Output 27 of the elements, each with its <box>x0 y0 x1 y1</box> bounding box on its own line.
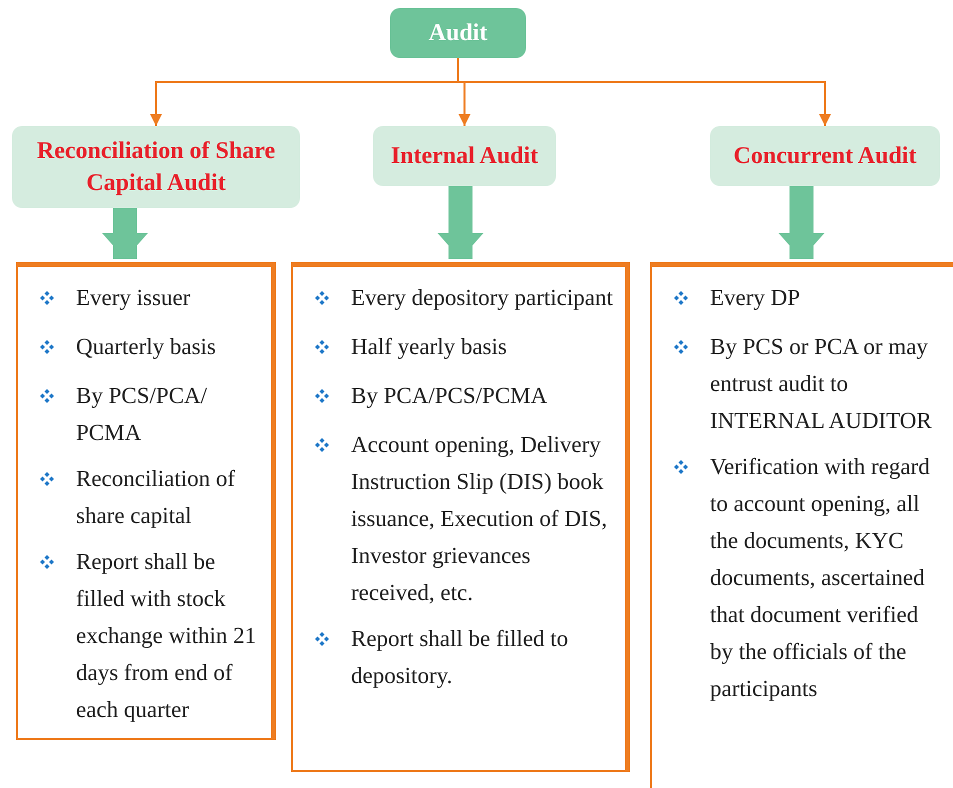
list-item-text: Every depository participant <box>351 284 613 312</box>
list-item-text: Report shall be filled to depository. <box>351 625 570 690</box>
list-item-text: Reconciliation of share capital <box>76 465 236 530</box>
list-item-text: By PCS or PCA or may entrust audit to INTERNAL AUDITOR <box>710 333 933 435</box>
heading-text: Internal Audit <box>390 142 538 171</box>
list-item-text: Account opening, Delivery Instruction Slip (DIS) book issuance, Execution of DIS, Investor grievances received, etc. <box>351 431 608 607</box>
block-arrow <box>102 208 148 259</box>
list-item-text: Report shall be filled with stock exchange within 21 days from end of each quarter <box>76 548 258 724</box>
list-panel <box>16 262 276 740</box>
heading-text: Audit <box>428 19 488 48</box>
list-panel <box>291 262 630 772</box>
list-item-text: Verification with regard to account opening, all the documents, KYC documents, ascertained that document verified by the officials of the participants <box>710 453 931 703</box>
list-item-text: Quarterly basis <box>76 333 216 361</box>
list-panel <box>650 262 953 788</box>
list-item-text: Every DP <box>710 284 800 312</box>
heading-box <box>12 126 300 208</box>
heading-box <box>390 8 526 58</box>
heading-box <box>710 126 940 186</box>
list-item-text: Half yearly basis <box>351 333 507 361</box>
block-arrow <box>438 186 484 259</box>
heading-text: Reconciliation of Share Capital Audit <box>36 137 276 198</box>
heading-box <box>373 126 556 186</box>
list-item-text: By PCS/PCA/ PCMA <box>76 382 208 447</box>
list-item-text: Every issuer <box>76 284 190 312</box>
list-item-text: By PCA/PCS/PCMA <box>351 382 548 410</box>
heading-text: Concurrent Audit <box>734 142 916 171</box>
block-arrow <box>778 186 824 259</box>
